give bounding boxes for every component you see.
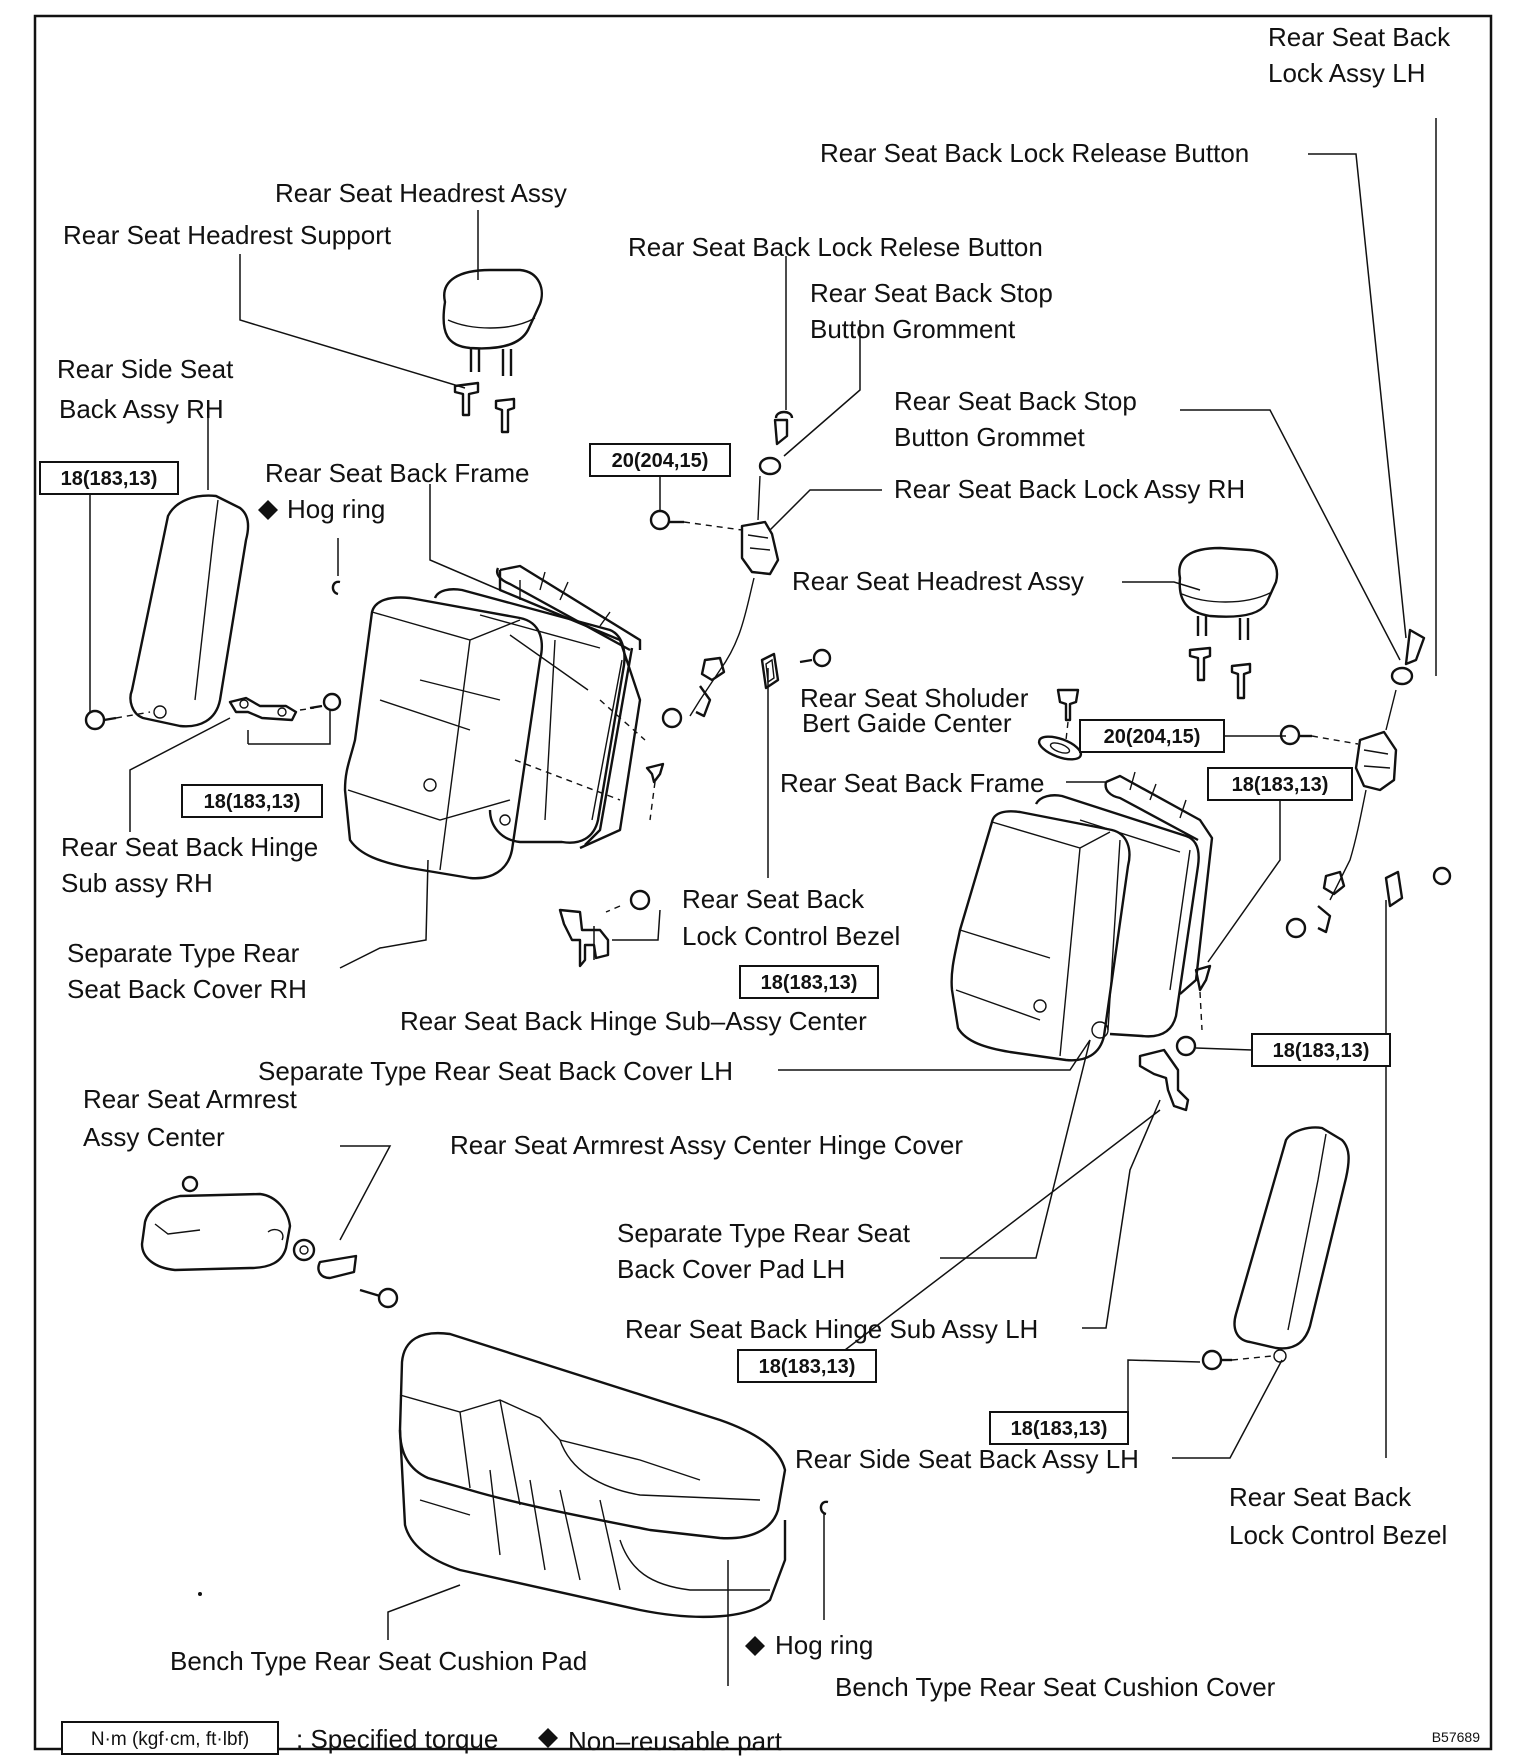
seat-back-lh (950, 771, 1214, 1062)
torque-box-7: 18(183,13) (1251, 1033, 1391, 1067)
leader-lines (89, 118, 1437, 1686)
label-hog-ring-top-text: Hog ring (287, 494, 385, 524)
torque-spec: 18(183,13) (1273, 1040, 1370, 1062)
label-frame-lh: Rear Seat Back Frame (780, 768, 1044, 798)
label-control-bezel-lh-1: Rear Seat Back (1229, 1482, 1412, 1512)
headrest-supports (453, 381, 516, 434)
label-control-bezel-lh-2: Lock Control Bezel (1229, 1520, 1447, 1550)
hog-ring-top (331, 580, 341, 596)
hinge-center (558, 889, 651, 968)
torque-box-5: 18(183,13) (1207, 767, 1353, 801)
label-headrest-assy-lh: Rear Seat Headrest Assy (792, 566, 1084, 596)
legend-unit-box: N·m (kgf·cm, ft·lbf) (91, 1729, 249, 1750)
label-cover-pad-lh-1: Separate Type Rear Seat (617, 1218, 911, 1248)
label-hinge-lh: Rear Seat Back Hinge Sub Assy LH (625, 1314, 1038, 1344)
diamond-icon (538, 1728, 558, 1748)
torque-spec: 18(183,13) (61, 468, 158, 490)
hinge-lh (1138, 964, 1212, 1112)
diamond-icon (258, 500, 278, 520)
label-stop-button-gromment-1: Rear Seat Back Stop (810, 278, 1053, 308)
label-control-bezel-center-2: Lock Control Bezel (682, 921, 900, 951)
label-hinge-rh-1: Rear Seat Back Hinge (61, 832, 318, 862)
legend-non-reusable: Non–reusable part (568, 1726, 783, 1756)
label-lock-assy-rh: Rear Seat Back Lock Assy RH (894, 474, 1245, 504)
torque-box-8: 18(183,13) (737, 1349, 877, 1383)
label-cover-pad-lh-2: Back Cover Pad LH (617, 1254, 845, 1284)
hog-ring-bottom (819, 1500, 829, 1516)
label-stop-button-gromment-2: Button Gromment (810, 314, 1016, 344)
label-lock-assy-lh-1: Rear Seat Back (1268, 22, 1451, 52)
label-armrest-1: Rear Seat Armrest (83, 1084, 298, 1114)
torque-box-2: 20(204,15) (589, 443, 731, 477)
armrest (140, 1175, 399, 1309)
torque-spec: 18(183,13) (1011, 1418, 1108, 1440)
label-side-back-rh-2: Back Assy RH (59, 394, 224, 424)
label-release-button-b: Rear Seat Back Lock Relese Button (628, 232, 1043, 262)
label-lock-assy-lh-2: Lock Assy LH (1268, 58, 1426, 88)
torque-spec: 20(204,15) (1104, 726, 1201, 748)
label-hinge-rh-2: Sub assy RH (61, 868, 213, 898)
figure-id: B57689 (1432, 1729, 1480, 1745)
diagram-border (33, 14, 1493, 1751)
side-seat-back-rh (129, 494, 250, 728)
torque-box-9: 18(183,13) (989, 1411, 1129, 1445)
label-side-back-rh-1: Rear Side Seat (57, 354, 234, 384)
torque-box-1: 18(183,13) (39, 461, 179, 495)
torque-spec: 18(183,13) (761, 972, 858, 994)
label-headrest-support: Rear Seat Headrest Support (63, 220, 392, 250)
headrest-rh (442, 268, 543, 376)
torque-spec: 18(183,13) (759, 1356, 856, 1378)
label-armrest-2: Assy Center (83, 1122, 225, 1152)
headrest-lh (1178, 546, 1279, 700)
label-control-bezel-center-1: Rear Seat Back (682, 884, 865, 914)
label-cover-rh-1: Separate Type Rear (67, 938, 300, 968)
label-headrest-assy-rh: Rear Seat Headrest Assy (275, 178, 567, 208)
seat-cushion (398, 1331, 787, 1619)
bolt-rh-side (84, 709, 117, 731)
torque-spec: 18(183,13) (204, 791, 301, 813)
label-hinge-center: Rear Seat Back Hinge Sub–Assy Center (400, 1006, 867, 1036)
label-stop-button-grommet-1: Rear Seat Back Stop (894, 386, 1137, 416)
label-stop-button-grommet-2: Button Grommet (894, 422, 1086, 452)
torque-spec: 20(204,15) (612, 450, 709, 472)
torque-box-3: 18(183,13) (181, 784, 323, 818)
hinge-rh (228, 692, 342, 722)
label-release-button-a: Rear Seat Back Lock Release Button (820, 138, 1249, 168)
lock-assy-lh (1279, 628, 1452, 939)
legend: N·m (kgf·cm, ft·lbf) : Specified torque … (61, 1721, 783, 1756)
seat-back-rh (343, 564, 642, 880)
label-cover-rh-2: Seat Back Cover RH (67, 974, 307, 1004)
label-hog-ring-bottom: Hog ring (745, 1630, 873, 1660)
label-belt-guide-1: Rear Seat Sholuder (800, 683, 1029, 713)
torque-box-6: 18(183,13) (739, 965, 879, 999)
label-belt-guide-2: Bert Gaide Center (802, 708, 1012, 738)
label-cushion-pad: Bench Type Rear Seat Cushion Pad (170, 1646, 587, 1676)
label-cushion-cover: Bench Type Rear Seat Cushion Cover (835, 1672, 1276, 1702)
label-hog-ring-top: Hog ring (258, 494, 385, 524)
diamond-icon (745, 1636, 765, 1656)
label-frame-rh: Rear Seat Back Frame (265, 458, 529, 488)
label-hog-ring-bottom-text: Hog ring (775, 1630, 873, 1660)
torque-box-4: 20(204,15) (1079, 719, 1225, 753)
label-cover-lh: Separate Type Rear Seat Back Cover LH (258, 1056, 733, 1086)
side-seat-back-lh (1201, 1126, 1350, 1371)
torque-spec: 18(183,13) (1232, 774, 1329, 796)
label-armrest-hinge-cover: Rear Seat Armrest Assy Center Hinge Cove… (450, 1130, 963, 1160)
label-side-back-lh: Rear Side Seat Back Assy LH (795, 1444, 1139, 1474)
belt-guide (1037, 688, 1083, 761)
legend-torque-text: : Specified torque (296, 1724, 498, 1754)
